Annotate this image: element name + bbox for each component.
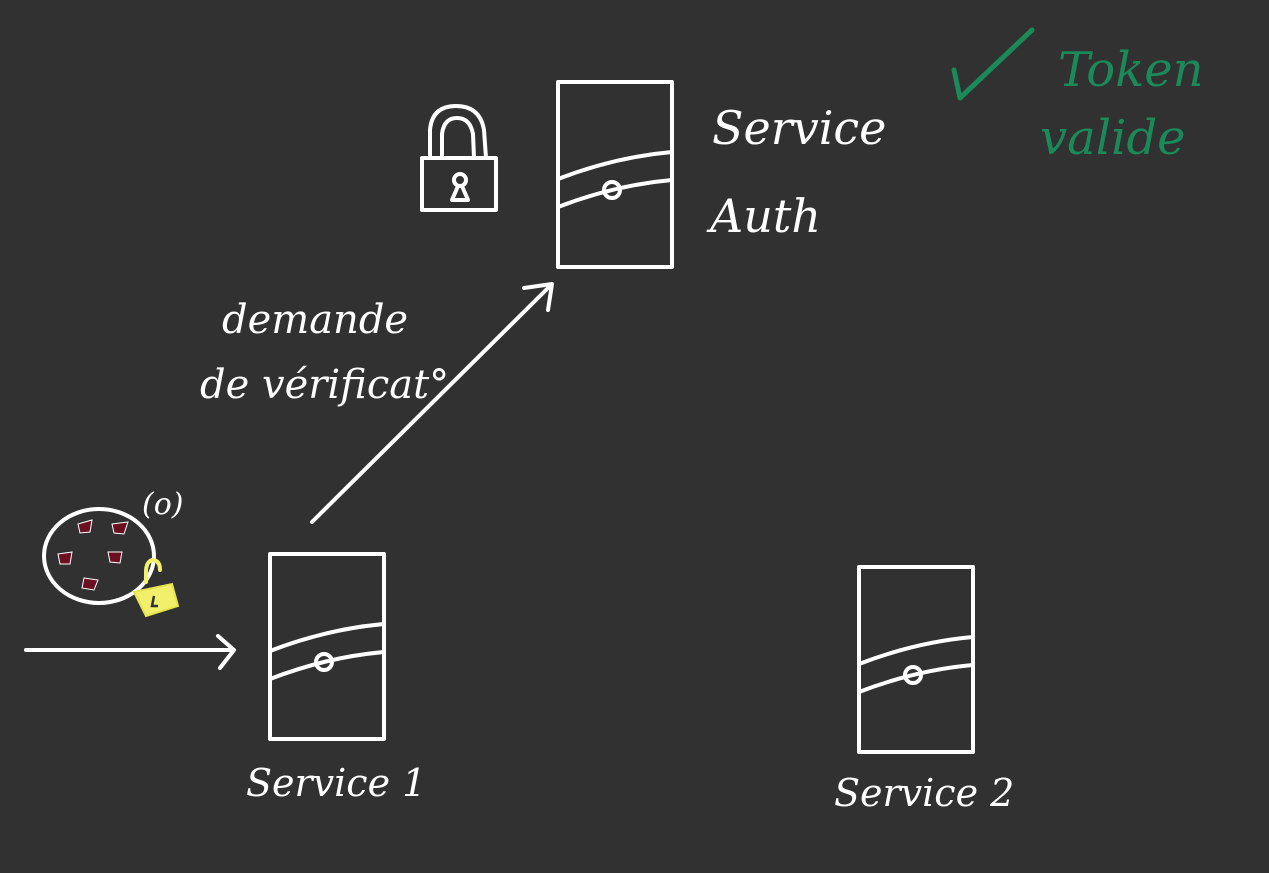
lock-closed-icon [420, 104, 498, 212]
server-icon [556, 80, 674, 269]
incoming-request-arrow [24, 634, 236, 670]
auth-label-line2: Auth [706, 189, 821, 243]
check-icon [951, 27, 1035, 101]
service1-server: Service 1 [246, 552, 426, 805]
token-note-line1: Token [1058, 42, 1204, 98]
lock-open-icon [132, 557, 180, 618]
server-icon [268, 552, 386, 741]
verification-label-line2: de vérificat° [200, 362, 449, 408]
service2-label: Service 2 [834, 771, 1014, 815]
service1-label: Service 1 [246, 761, 426, 805]
token-valid-note: Token valide [951, 27, 1204, 166]
cookie-label: (o) [142, 487, 183, 522]
cookie-icon [42, 507, 156, 605]
auth-server: Service Auth [556, 80, 886, 269]
verification-label-line1: demande [222, 297, 408, 343]
token-note-line2: valide [1040, 110, 1186, 166]
server-icon [857, 565, 975, 754]
auth-label-line1: Service [712, 101, 886, 155]
service2-server: Service 2 [834, 565, 1014, 815]
verification-arrow [310, 282, 554, 524]
